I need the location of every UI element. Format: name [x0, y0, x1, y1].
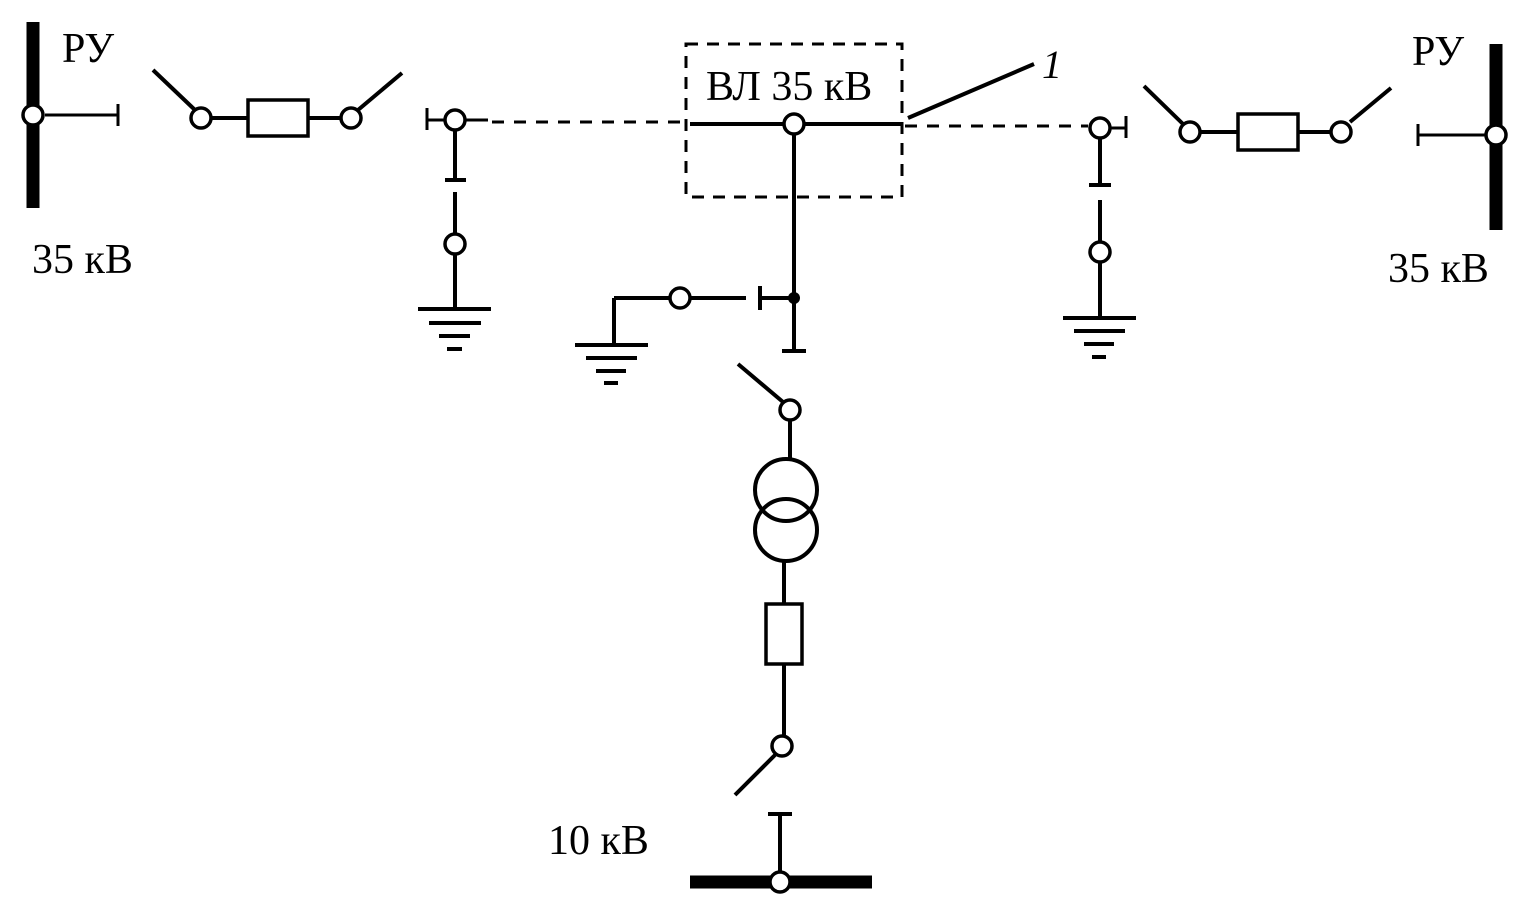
- right-35kv-bus: [1416, 44, 1508, 230]
- callout-number: 1: [1042, 42, 1062, 87]
- callout-leader: [907, 62, 1035, 120]
- tap-branch: [782, 134, 806, 353]
- left-ground-icon: [418, 307, 491, 351]
- low-voltage-bus: [690, 870, 872, 894]
- right-earthing-switch: [1088, 116, 1128, 316]
- line-label: ВЛ 35 кВ: [706, 64, 872, 110]
- transformer-icon: [753, 457, 819, 563]
- transformer-disconnector: [736, 362, 802, 458]
- right-ground-icon: [1063, 316, 1136, 359]
- right-voltage-label: 35 кВ: [1388, 246, 1489, 292]
- left-breaker-cell: [151, 68, 404, 138]
- left-voltage-label: 35 кВ: [32, 237, 133, 283]
- tap-earthing-switch: [612, 286, 794, 343]
- low-voltage-label: 10 кВ: [548, 818, 649, 864]
- left-35kv-bus: [21, 22, 120, 208]
- right-switchgear-label: РУ: [1412, 29, 1464, 75]
- left-switchgear-label: РУ: [62, 26, 114, 72]
- tap-ground-icon: [575, 343, 648, 385]
- right-breaker-cell: [1142, 84, 1393, 152]
- left-earthing-switch: [425, 108, 488, 307]
- low-voltage-cell: [733, 562, 804, 872]
